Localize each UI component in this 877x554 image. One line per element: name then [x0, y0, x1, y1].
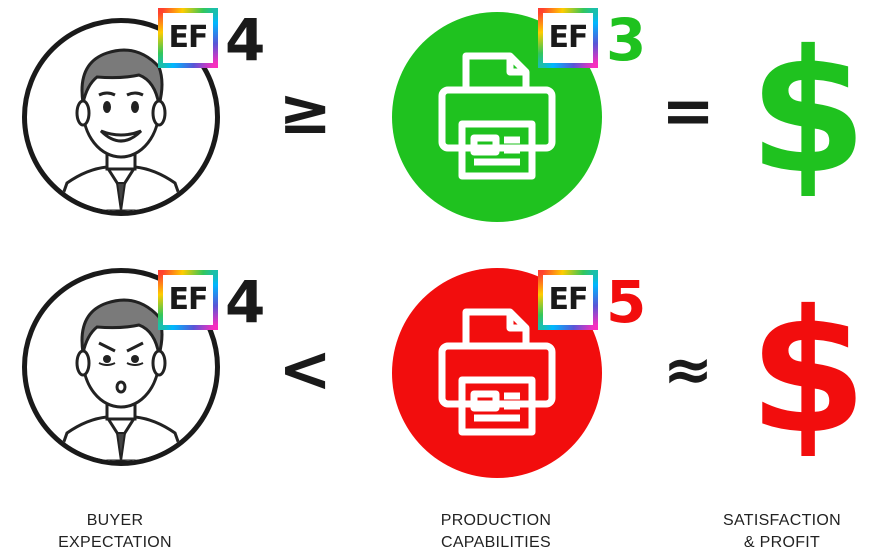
buyer-level-1: 4 — [225, 6, 266, 74]
ef-badge-label: EF — [548, 282, 589, 317]
ef-badge-label: EF — [548, 20, 589, 55]
ef-badge: EF — [538, 8, 598, 68]
buyer-level-2: 4 — [225, 268, 266, 336]
printer-level-2: 5 — [606, 268, 647, 336]
approx-equals-operator: ≈ — [662, 335, 714, 405]
green-dollar-icon: $ — [748, 14, 868, 212]
red-dollar-icon: $ — [748, 274, 868, 472]
ef-badge: EF — [158, 270, 218, 330]
satisfaction-profit-caption: SATISFACTION & PROFIT — [692, 510, 872, 554]
ef-badge-label: EF — [168, 20, 209, 55]
skeptical-face-icon — [55, 298, 187, 461]
less-than-operator: < — [278, 333, 332, 407]
ef-badge: EF — [158, 8, 218, 68]
ef-badge: EF — [538, 270, 598, 330]
caption-line: CAPABILITIES — [440, 534, 551, 551]
production-capabilities-caption: PRODUCTION CAPABILITIES — [406, 510, 586, 554]
ef-badge-label: EF — [168, 282, 209, 317]
happy-face-icon — [55, 48, 187, 211]
greater-equal-operator: ≥ — [278, 75, 332, 149]
caption-line: & PROFIT — [743, 534, 821, 551]
equals-operator: = — [661, 75, 715, 149]
caption-line: SATISFACTION — [723, 512, 841, 529]
caption-line: BUYER — [86, 512, 144, 529]
buyer-expectation-caption: BUYER EXPECTATION — [25, 510, 205, 554]
caption-line: PRODUCTION — [440, 512, 552, 529]
caption-line: EXPECTATION — [58, 534, 172, 551]
printer-level-1: 3 — [606, 6, 647, 74]
